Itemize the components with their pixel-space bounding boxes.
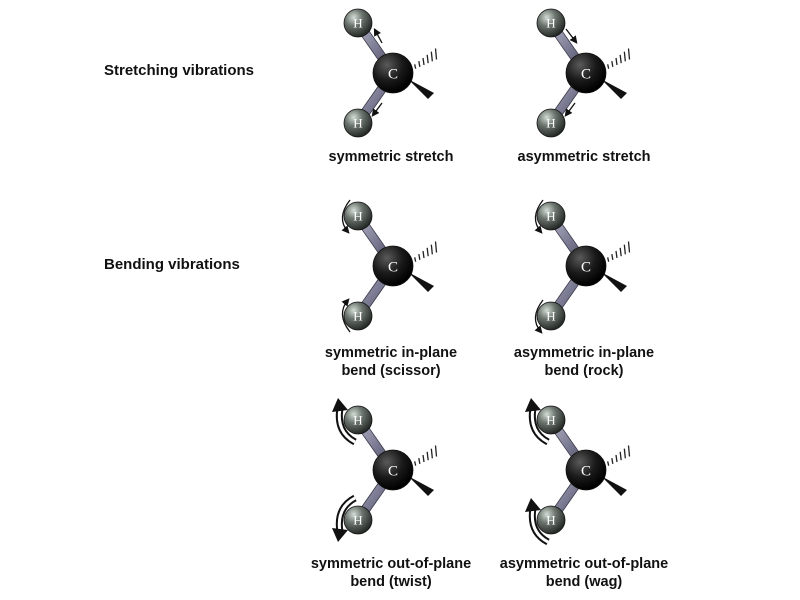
- atom-label: H: [353, 209, 362, 224]
- hydrogen-atom-top: H: [343, 405, 373, 435]
- atom-label: C: [581, 66, 591, 82]
- hashed-bond: [602, 48, 631, 71]
- bold-up-arrow: [525, 398, 550, 446]
- bold-up-arrow: [525, 498, 550, 546]
- hydrogen-atom-top: H: [536, 405, 566, 435]
- bold-up-arrow: [332, 398, 357, 446]
- hydrogen-atom-top: H: [536, 201, 566, 231]
- panel-scissor: C H H symmetric in-plane bend (scissor): [301, 198, 481, 388]
- atom-label: C: [388, 259, 398, 275]
- caption-line-2: bend (wag): [545, 574, 623, 590]
- wedge-bond: [408, 476, 434, 496]
- molecule-diagram: C H H: [343, 8, 438, 138]
- caption-line-1: asymmetric stretch: [517, 149, 651, 165]
- atom-label: C: [581, 259, 591, 275]
- hydrogen-atom-top: H: [536, 8, 566, 38]
- atom-label: H: [546, 16, 555, 31]
- curved-arrow: [534, 199, 544, 234]
- vibration-arrow: [565, 28, 578, 44]
- hydrogen-atom-top: H: [343, 8, 373, 38]
- atom-label: C: [388, 66, 398, 82]
- caption: symmetric in-plane bend (scissor): [291, 344, 491, 380]
- atom-label: H: [546, 513, 555, 528]
- hydrogen-atom-bottom: H: [343, 301, 373, 331]
- atom-label: H: [353, 16, 362, 31]
- hashed-bond: [409, 48, 438, 71]
- wedge-bond: [601, 272, 627, 292]
- atom-label: H: [353, 413, 362, 428]
- atom-label: H: [353, 309, 362, 324]
- hashed-bond: [409, 241, 438, 264]
- carbon-atom: C: [565, 449, 607, 491]
- caption-line-2: bend (scissor): [341, 363, 441, 379]
- panel-twist: C H H symmetric out-of-plane bend (twist): [301, 398, 481, 592]
- hydrogen-atom-bottom: H: [343, 505, 373, 535]
- caption-line-2: bend (twist): [350, 574, 432, 590]
- molecule-diagram: C H H: [525, 398, 631, 546]
- vibration-arrow: [564, 102, 576, 117]
- vibration-arrow: [373, 27, 383, 44]
- panel-asymmetric-stretch: C H H asymmetric stretch: [494, 5, 674, 195]
- panel-symmetric-stretch: C H H symmetric stretch: [301, 5, 481, 195]
- bold-down-arrow: [332, 494, 357, 542]
- molecule-diagram: C H H: [332, 398, 438, 542]
- wedge-bond: [408, 272, 434, 292]
- caption-line-1: symmetric in-plane: [324, 345, 458, 361]
- hydrogen-atom-bottom: H: [536, 505, 566, 535]
- molecule-diagram: C H H: [341, 199, 438, 333]
- carbon-atom: C: [565, 52, 607, 94]
- caption-line-1: symmetric stretch: [328, 149, 454, 165]
- hydrogen-atom-bottom: H: [536, 108, 566, 138]
- vibration-arrow: [371, 102, 383, 117]
- atom-label: H: [546, 209, 555, 224]
- atom-label: H: [546, 116, 555, 131]
- hashed-bond: [602, 445, 631, 468]
- atom-label: C: [388, 463, 398, 479]
- caption: asymmetric stretch: [484, 148, 684, 166]
- carbon-atom: C: [565, 245, 607, 287]
- atom-label: H: [353, 116, 362, 131]
- panel-rock: C H H asymmetric in-plane bend (rock): [494, 198, 674, 388]
- caption-line-1: asymmetric in-plane: [513, 345, 655, 361]
- hashed-bond: [602, 241, 631, 264]
- curved-arrow: [341, 199, 351, 234]
- molecule-diagram: C H H: [534, 199, 631, 334]
- row-label-bending: Bending vibrations: [104, 256, 240, 273]
- molecule-diagram: C H H: [536, 8, 631, 138]
- carbon-atom: C: [372, 245, 414, 287]
- wedge-bond: [601, 476, 627, 496]
- caption-line-2: bend (rock): [544, 363, 624, 379]
- curved-arrow: [534, 299, 544, 334]
- carbon-atom: C: [372, 52, 414, 94]
- caption: symmetric out-of-plane bend (twist): [291, 555, 491, 591]
- atom-label: H: [353, 513, 362, 528]
- caption-line-1: symmetric out-of-plane: [310, 556, 472, 572]
- caption: asymmetric out-of-plane bend (wag): [484, 555, 684, 591]
- curved-arrow: [341, 298, 351, 333]
- panel-wag: C H H asymmetric out-of-plane bend (wag): [494, 398, 674, 592]
- wedge-bond: [601, 79, 627, 99]
- row-label-stretching: Stretching vibrations: [104, 62, 255, 79]
- atom-label: H: [546, 309, 555, 324]
- hydrogen-atom-top: H: [343, 201, 373, 231]
- caption: symmetric stretch: [291, 148, 491, 166]
- carbon-atom: C: [372, 449, 414, 491]
- atom-label: C: [581, 463, 591, 479]
- caption: asymmetric in-plane bend (rock): [484, 344, 684, 380]
- atom-label: H: [546, 413, 555, 428]
- caption-line-1: asymmetric out-of-plane: [499, 556, 669, 572]
- hashed-bond: [409, 445, 438, 468]
- hydrogen-atom-bottom: H: [343, 108, 373, 138]
- wedge-bond: [408, 79, 434, 99]
- hydrogen-atom-bottom: H: [536, 301, 566, 331]
